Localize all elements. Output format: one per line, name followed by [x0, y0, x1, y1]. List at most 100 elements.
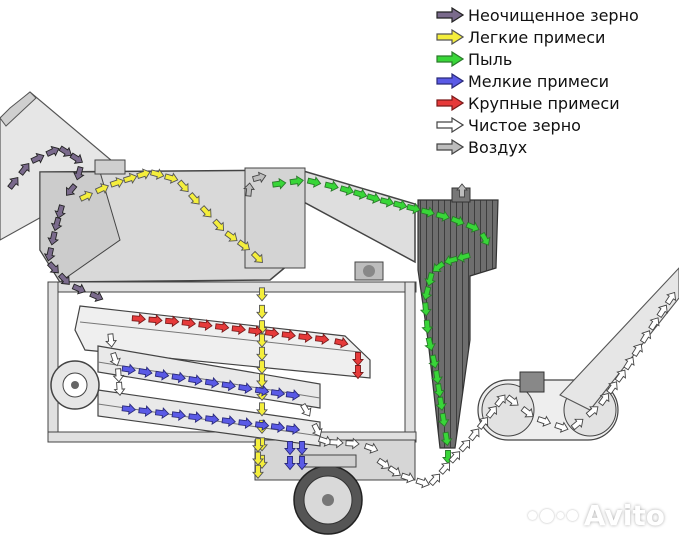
light-flow-arrow	[236, 239, 251, 251]
legend-label: Неочищенное зерно	[468, 5, 639, 25]
light-flow-arrow	[256, 360, 268, 375]
raw-flow-arrow	[66, 183, 78, 196]
dust-flow-arrow	[379, 196, 395, 208]
dust-flow-arrow	[289, 175, 304, 188]
fine-flow-arrow	[121, 363, 136, 376]
raw-flow-arrow	[73, 166, 85, 181]
light-flow-arrow	[78, 190, 93, 202]
fine-flow-arrow	[138, 366, 153, 378]
dust-flow-arrow	[324, 180, 339, 192]
air-flow-arrow	[243, 182, 255, 197]
fine-flow-arrow	[221, 379, 236, 392]
dust-flow-arrow	[424, 336, 436, 352]
flow-arrows	[7, 145, 677, 489]
fine-flow-arrow	[171, 409, 186, 421]
dust-flow-arrow	[443, 254, 459, 267]
clean-flow-arrow	[345, 437, 360, 450]
dust-flow-arrow	[352, 188, 368, 200]
light-flow-arrow	[149, 168, 165, 180]
dust-flow-arrow	[271, 177, 287, 190]
clean-flow-arrow	[631, 343, 643, 358]
coarse-flow-arrow	[214, 321, 230, 333]
raw-flow-arrow	[43, 247, 56, 262]
light-flow-arrow	[256, 373, 268, 388]
clean-flow-arrow	[105, 333, 117, 348]
avito-brand-text: Avito	[583, 499, 665, 532]
coarse-flow-arrow	[264, 327, 280, 339]
light-flow-arrow	[177, 179, 189, 193]
clean-grain-arrow-icon	[436, 117, 464, 133]
motor	[354, 261, 384, 281]
fine-flow-arrow	[154, 368, 170, 381]
clean-flow-arrow	[113, 381, 126, 396]
clean-flow-arrow	[317, 435, 333, 447]
legend-item-raw: Неочищенное зерно	[436, 4, 639, 26]
clean-flow-arrow	[112, 368, 125, 383]
drive-pulley	[50, 360, 100, 410]
coarse-flow-arrow	[298, 331, 313, 343]
fine-impurities-arrow-icon	[436, 73, 464, 89]
light-flow-arrow	[256, 287, 268, 302]
dust-flow-arrow	[456, 251, 471, 263]
raw-flow-arrow	[47, 231, 60, 246]
clean-flow-arrow	[585, 406, 599, 418]
legend-item-light: Легкие примеси	[436, 26, 639, 48]
dust-flow-arrow	[433, 383, 445, 398]
clean-flow-arrow	[311, 422, 323, 437]
light-flow-arrow	[256, 333, 268, 348]
fine-flow-arrow	[188, 374, 203, 386]
legend-label: Пыль	[468, 49, 513, 69]
dust-flow-arrow	[440, 431, 453, 447]
coarse-flow-arrow	[281, 329, 296, 341]
clean-flow-arrow	[554, 421, 569, 433]
legend-label: Мелкие примеси	[468, 71, 609, 91]
light-flow-arrow	[109, 176, 125, 189]
legend-item-clean: Чистое зерно	[436, 114, 639, 136]
light-flow-arrow	[188, 192, 200, 205]
dust-flow-arrow	[420, 206, 435, 218]
legend-label: Чистое зерно	[468, 115, 581, 135]
dust-flow-arrow	[465, 221, 480, 233]
fine-flow-arrow	[296, 441, 308, 456]
light-flow-arrow	[252, 451, 264, 466]
fine-flow-arrow	[204, 376, 220, 389]
coarse-flow-arrow	[165, 315, 180, 328]
clean-flow-arrow	[415, 477, 430, 489]
dust-flow-arrow	[428, 354, 440, 369]
light-flow-arrow	[122, 172, 138, 184]
coarse-flow-arrow	[231, 323, 246, 335]
air-flow-arrow	[456, 183, 468, 198]
wheel	[293, 454, 363, 535]
light-flow-arrow	[256, 304, 268, 320]
raw-flow-arrow	[7, 176, 19, 190]
dust-flow-arrow	[479, 231, 491, 246]
raw-grain-arrow-icon	[436, 7, 464, 23]
fine-flow-arrow	[254, 384, 270, 397]
light-flow-arrow	[250, 250, 263, 263]
clean-flow-arrow	[485, 405, 497, 419]
clean-flow-arrow	[505, 394, 519, 406]
legend-item-dust: Пыль	[436, 48, 639, 70]
aspiration-housing	[39, 159, 416, 283]
fine-flow-arrow	[296, 456, 308, 471]
clean-flow-arrow	[598, 392, 610, 407]
coarse-flow-arrow	[352, 352, 364, 367]
legend-item-fine: Мелкие примеси	[436, 70, 639, 92]
raw-flow-arrow	[50, 216, 63, 232]
clean-flow-arrow	[614, 369, 626, 383]
avito-watermark: Avito	[527, 499, 665, 532]
clean-flow-arrow	[438, 462, 451, 475]
fine-flow-arrow	[238, 417, 253, 429]
clean-flow-arrow	[648, 317, 660, 331]
clean-flow-arrow	[300, 402, 312, 417]
clean-flow-arrow	[639, 330, 652, 344]
clean-flow-arrow	[363, 442, 379, 454]
light-flow-arrow	[224, 230, 238, 242]
coarse-flow-arrow	[131, 312, 146, 325]
clean-flow-arrow	[664, 291, 677, 306]
dust-flow-arrow	[406, 202, 421, 215]
clean-flow-arrow	[400, 472, 415, 484]
legend-label: Воздух	[468, 137, 528, 157]
raw-flow-arrow	[30, 152, 45, 164]
raw-flow-arrow	[89, 291, 104, 302]
